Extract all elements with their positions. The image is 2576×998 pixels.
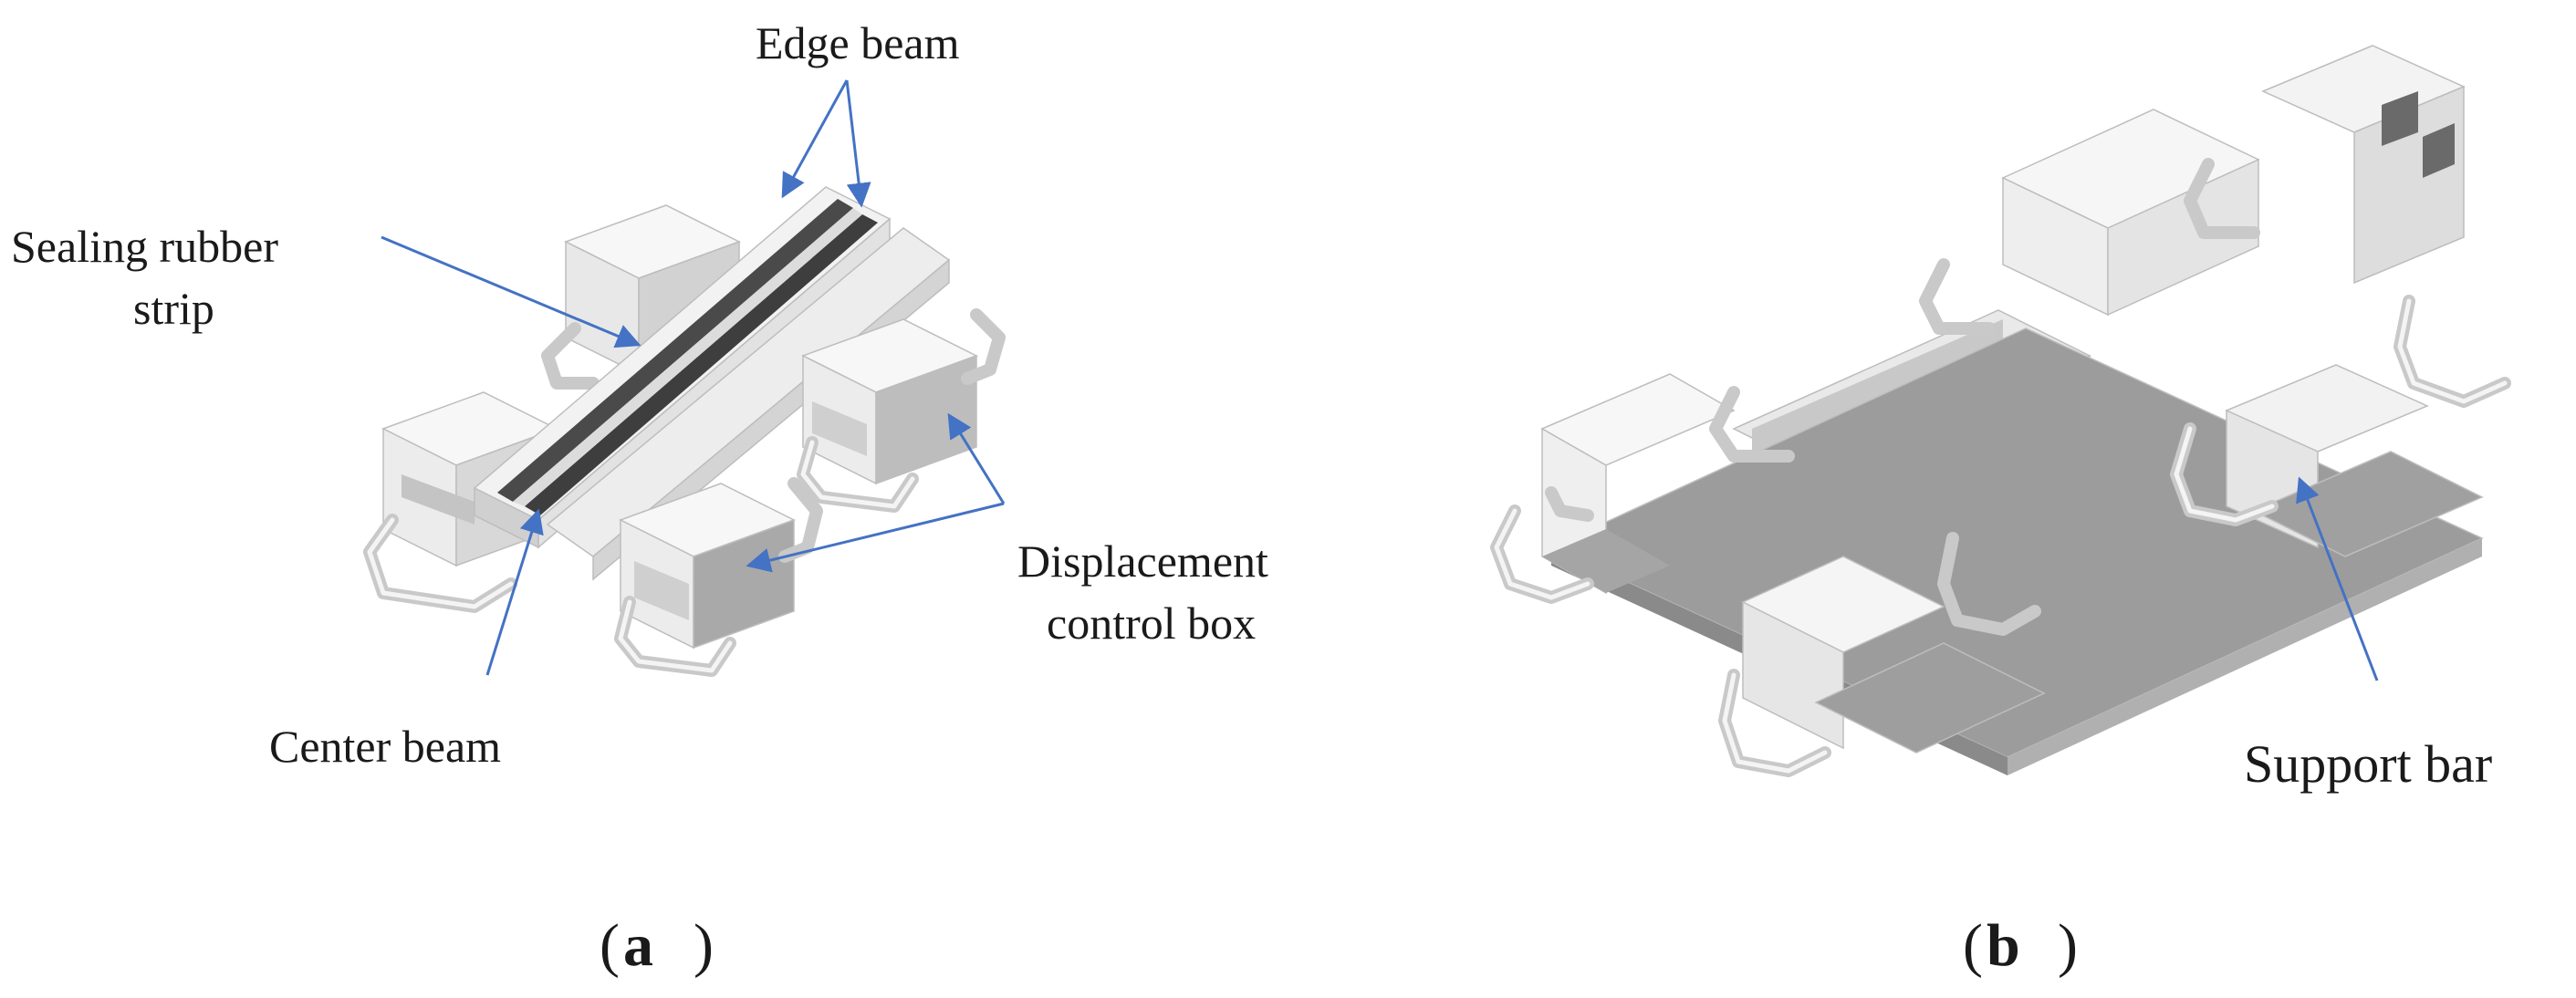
panel-a-caption: ( a ) [600,912,714,979]
svg-text:): ) [694,912,714,979]
edge-beam-leader-2 [845,79,871,208]
displacement-box-label-line2: control box [1047,598,1256,649]
svg-text:): ) [2058,912,2078,979]
panel-b-caption-letter: b [1987,912,2020,979]
edge-beam-leader-1 [781,79,849,199]
displacement-leader-1 [947,412,1006,504]
center-beam-label: Center beam [269,721,501,772]
panel-b-illustration [1490,45,2511,777]
svg-text:(: ( [1963,912,1983,979]
panel-b-handles [1490,158,2511,777]
panel-a-labels: Edge beam Sealing rubber strip Displacem… [11,17,1268,772]
panel-a-illustration [363,186,1006,677]
support-bar-leader [2296,476,2379,681]
panel-a-caption-letter: a [623,912,653,979]
panel-a-leaders [381,79,1006,676]
svg-text:(: ( [600,912,620,979]
center-beam-leader [485,508,544,676]
edge-beam-label: Edge beam [756,17,960,68]
sealing-rubber-label-line1: Sealing rubber [11,221,278,272]
sealing-rubber-label-line2: strip [133,283,214,334]
displacement-box-back-right [797,308,1006,513]
displacement-leader-2 [746,502,1005,573]
panel-b-leaders [2296,476,2379,681]
sealing-strip-leader [381,235,641,348]
displacement-box-label-line1: Displacement [1017,535,1268,587]
support-bar-label: Support bar [2244,734,2492,794]
panel-b-caption: ( b ) [1963,912,2078,979]
panel-b-top-box [2001,45,2466,317]
panel-b-front-box [1741,556,2046,754]
displacement-box-front-right [614,477,823,677]
panel-b-labels: Support bar [2244,734,2492,794]
